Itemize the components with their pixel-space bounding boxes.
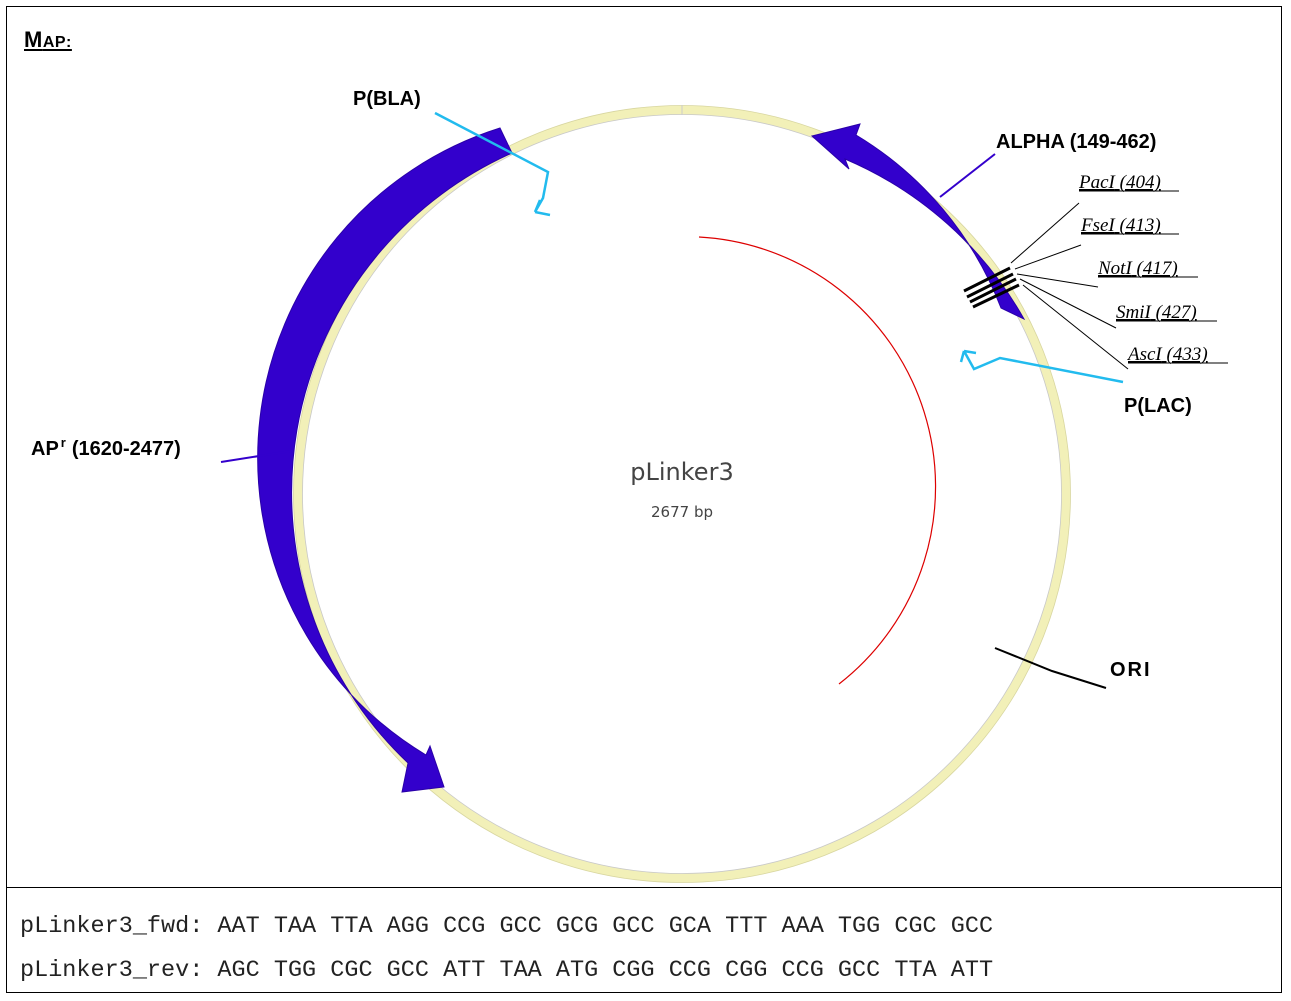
reverse-primer-sequence: pLinker3_rev: AGC TGG CGC GCC ATT TAA AT… bbox=[20, 957, 994, 984]
ori-label: ORI bbox=[1110, 659, 1152, 681]
alpha-leader-line bbox=[939, 153, 996, 198]
ori-leader-line bbox=[994, 647, 1107, 689]
site-label-paci: PacI (404) bbox=[1078, 172, 1161, 193]
figure-frame: MAP: P(BLA) P(LAC) ALPHA (149-462) bbox=[6, 6, 1282, 993]
map-heading: MAP: bbox=[24, 27, 72, 52]
plac-label: P(LAC) bbox=[1124, 395, 1192, 417]
apr-feature-arrow bbox=[257, 127, 513, 793]
restriction-site-ticks bbox=[963, 266, 1020, 309]
apr-leader-line bbox=[220, 450, 292, 463]
plasmid-size: 2677 bp bbox=[651, 503, 713, 521]
pbla-label: P(BLA) bbox=[353, 88, 421, 110]
pbla-promoter-arrow bbox=[434, 111, 551, 217]
site-label-smii: SmiI (427) bbox=[1116, 302, 1197, 323]
site-label-noti: NotI (417) bbox=[1097, 258, 1178, 279]
site-label-underlines bbox=[1079, 190, 1228, 364]
alpha-feature-arrow bbox=[810, 123, 1026, 321]
forward-primer-sequence: pLinker3_fwd: AAT TAA TTA AGG CCG GCC GC… bbox=[20, 913, 994, 940]
alpha-label: ALPHA (149-462) bbox=[996, 131, 1156, 153]
plasmid-name: pLinker3 bbox=[630, 458, 733, 486]
site-label-fsei: FseI (413) bbox=[1080, 215, 1161, 236]
ori-inner-arc bbox=[698, 236, 937, 685]
plac-promoter-arrow bbox=[959, 349, 1124, 384]
sequence-separator bbox=[7, 887, 1281, 888]
site-leader-lines bbox=[1010, 202, 1129, 370]
site-label-asci: AscI (433) bbox=[1126, 344, 1208, 365]
